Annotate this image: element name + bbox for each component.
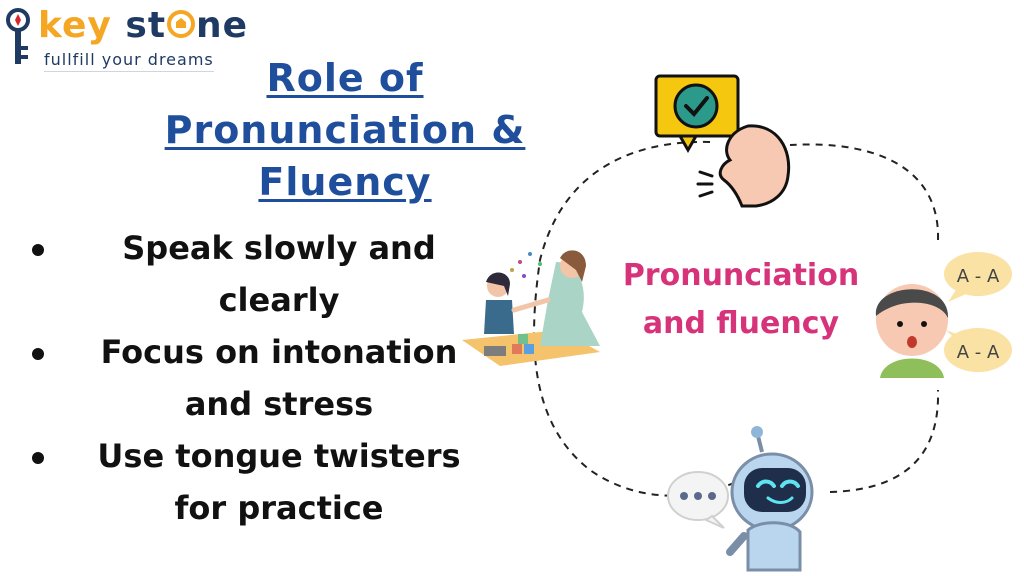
- fluency-cycle-diagram: A - A A - A: [462, 74, 1012, 572]
- bullet-dot: [32, 348, 44, 360]
- bullet-text: Focus on intonation and stress: [100, 333, 458, 423]
- slide-title: Role of Pronunciation & Fluency: [164, 56, 526, 204]
- bullet-item: Use tongue twisters for practice: [30, 430, 470, 534]
- bullet-text: Use tongue twisters for practice: [97, 437, 461, 527]
- key-icon: [6, 8, 30, 64]
- bullet-item: Speak slowly and clearly: [30, 222, 470, 326]
- bubble-text-top: A - A: [957, 266, 1000, 287]
- boy-repeating-icon: [875, 252, 1012, 378]
- logo-tagline: fullfill your dreams: [44, 50, 214, 72]
- bubble-text-bottom: A - A: [957, 342, 1000, 363]
- bullet-dot: [32, 244, 44, 256]
- robot-chat-icon: [667, 426, 814, 572]
- center-label: Pronunciation and fluency: [622, 258, 860, 341]
- logo-word-key: key: [38, 5, 112, 46]
- logo-word-ne: ne: [196, 5, 249, 46]
- bullet-text: Speak slowly and clearly: [122, 229, 436, 319]
- bullet-item: Focus on intonation and stress: [30, 326, 470, 430]
- mother-child-learning-icon: [462, 250, 600, 366]
- bullet-dot: [32, 452, 44, 464]
- speaking-check-icon: [654, 74, 791, 208]
- logo-word-st: st: [125, 5, 167, 46]
- bullet-list: Speak slowly and clearly Focus on intona…: [30, 222, 470, 534]
- logo-o-badge-icon: [167, 10, 196, 38]
